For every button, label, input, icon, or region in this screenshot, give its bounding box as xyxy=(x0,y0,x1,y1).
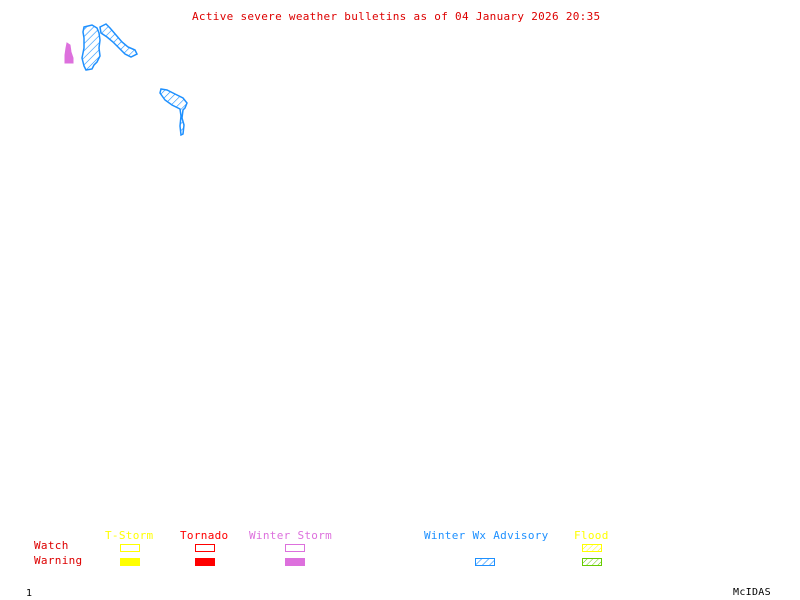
legend-column-tstorm: T-Storm xyxy=(105,529,154,542)
bulletin-title: Active severe weather bulletins as of 04… xyxy=(192,10,601,23)
winter-wx-advisory-area xyxy=(159,88,188,137)
legend-column-tornado: Tornado xyxy=(180,529,229,542)
brand-label: McIDAS xyxy=(733,587,771,598)
legend-row-label-watch: Watch xyxy=(34,539,69,552)
weather-map xyxy=(64,23,188,137)
legend-column-winter-storm: Winter Storm xyxy=(249,529,333,542)
winter-wx-advisory-swatch xyxy=(475,558,495,566)
frame-number: 1 xyxy=(26,588,33,599)
tornado-warning-swatch xyxy=(195,558,215,566)
winter-storm-warning-swatch xyxy=(285,558,305,566)
legend-row-label-warning: Warning xyxy=(34,554,83,567)
flood-watch-swatch xyxy=(582,544,602,552)
winter-storm-watch-swatch xyxy=(285,544,305,552)
flood-warning-swatch xyxy=(582,558,602,566)
tornado-watch-swatch xyxy=(195,544,215,552)
tstorm-watch-swatch xyxy=(120,544,140,552)
legend-column-winter-wx-advisory: Winter Wx Advisory xyxy=(424,529,549,542)
tstorm-warning-swatch xyxy=(120,558,140,566)
winter-wx-advisory-area xyxy=(81,24,101,71)
winter-wx-advisory-area xyxy=(99,23,139,58)
legend-column-flood: Flood xyxy=(574,529,609,542)
winter-storm-warning-area xyxy=(64,42,74,64)
